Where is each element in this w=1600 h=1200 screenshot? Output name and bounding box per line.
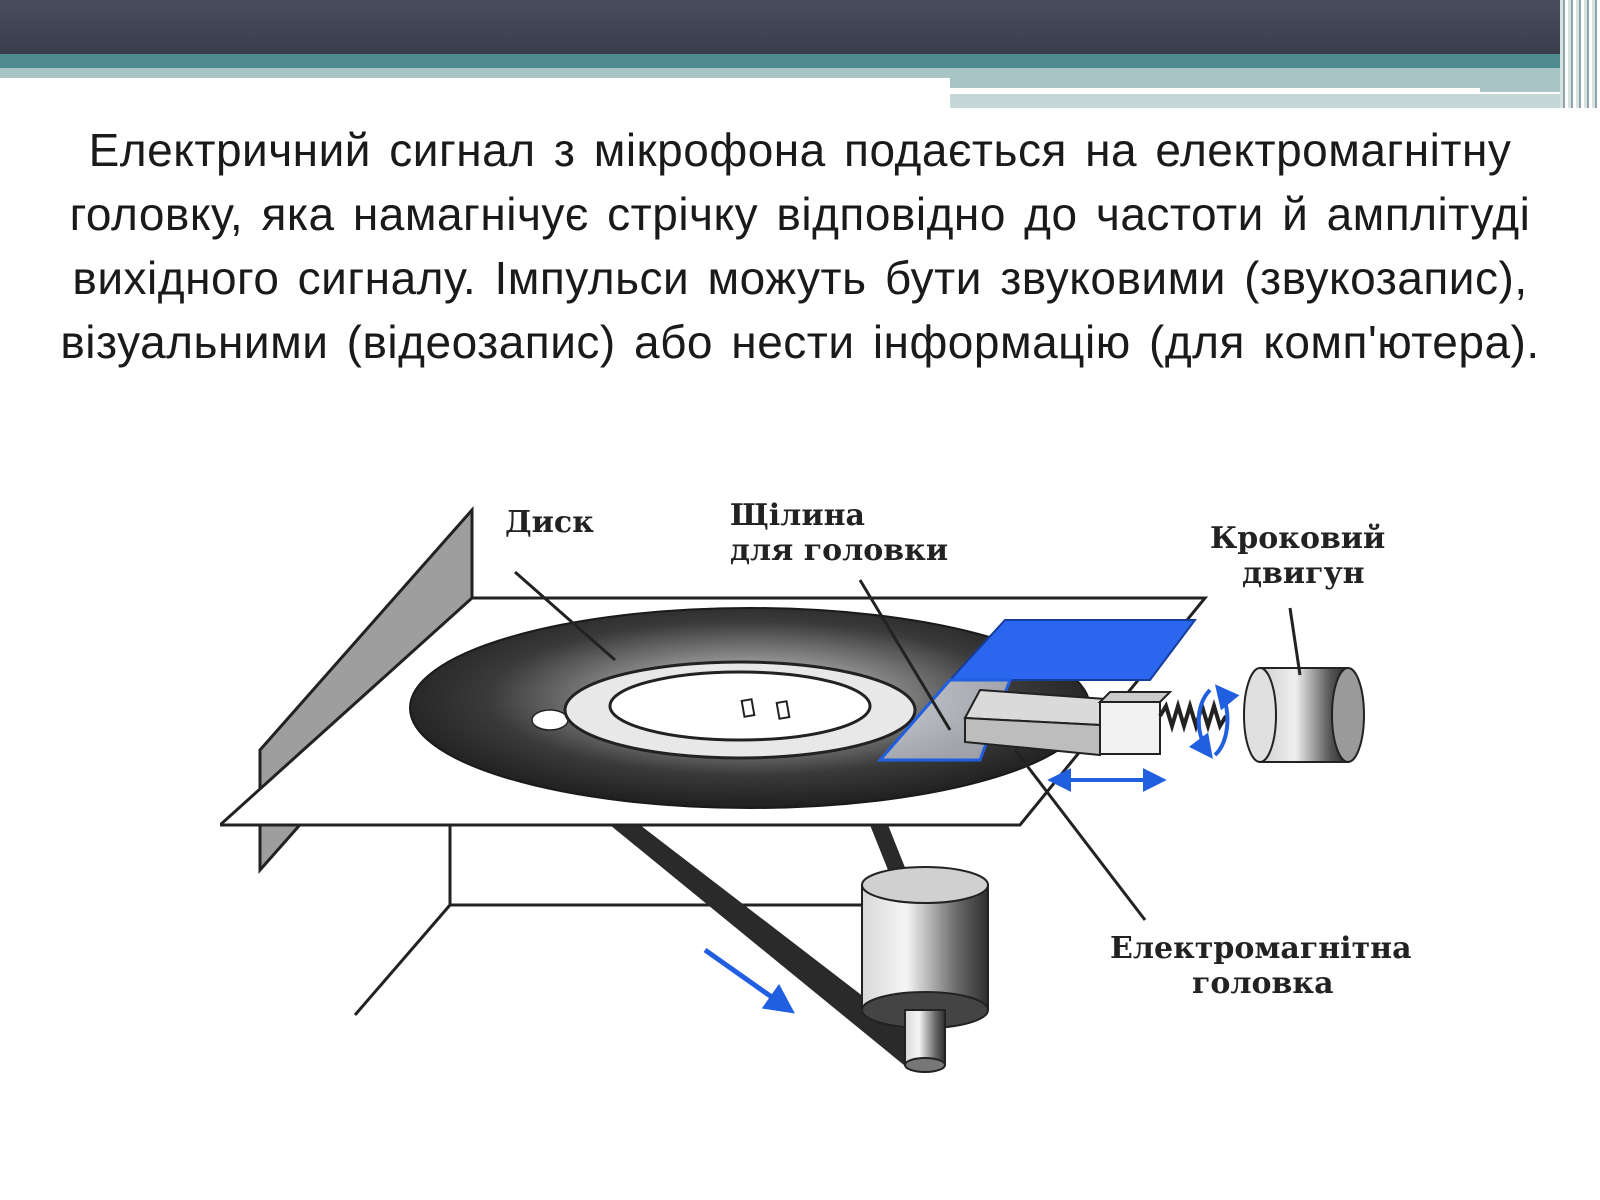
drive-belt-back [870,825,910,880]
stepper-motor-back [1243,667,1277,763]
header-dark-bar [0,0,1600,54]
hub-slot-1 [740,698,756,718]
leader-motor [1288,607,1302,676]
spindle-motor-top [861,866,989,904]
base-leg [353,904,452,1016]
header-light-bar [0,68,950,78]
disk-index-hole [531,709,569,731]
head-block [1099,701,1161,755]
rotation-arrow-top [1213,684,1240,757]
head-block-top [1097,691,1173,703]
rotation-arrow [1188,688,1213,759]
spindle-shaft [904,1009,946,1066]
leader-head [1013,749,1147,921]
label-slot-line2: для головки [730,533,948,568]
header-teal-bar [0,54,1600,68]
label-head-line1: Електромагнітна [1110,931,1412,966]
label-disk: Диск [505,505,594,540]
stepper-motor-face [1331,667,1365,763]
leader-slot [858,579,952,731]
belt-motion-arrow [703,947,795,1014]
slide-body-text: Електричний сигнал з мікрофона подається… [60,124,1540,368]
shutter-top [947,619,1197,681]
label-head-line2: головка [1192,966,1334,1001]
lead-screw [1158,699,1228,733]
label-slot-line1: Щілина [730,498,865,533]
header-step-bar-lower [950,94,1600,108]
spindle-shaft-end [904,1057,946,1073]
label-motor-line2: двигун [1242,556,1365,591]
header-step-white-line [950,88,1480,93]
floppy-drive-diagram: Диск Щілина для головки Кроковий двигун … [220,498,1412,1073]
drive-belt [610,825,920,1070]
label-motor-line1: Кроковий [1210,521,1385,556]
hub-slot-2 [775,700,791,720]
disk-hub-inner [608,670,872,742]
header-corner-stripes [1560,0,1600,108]
leader-disk [514,570,616,662]
